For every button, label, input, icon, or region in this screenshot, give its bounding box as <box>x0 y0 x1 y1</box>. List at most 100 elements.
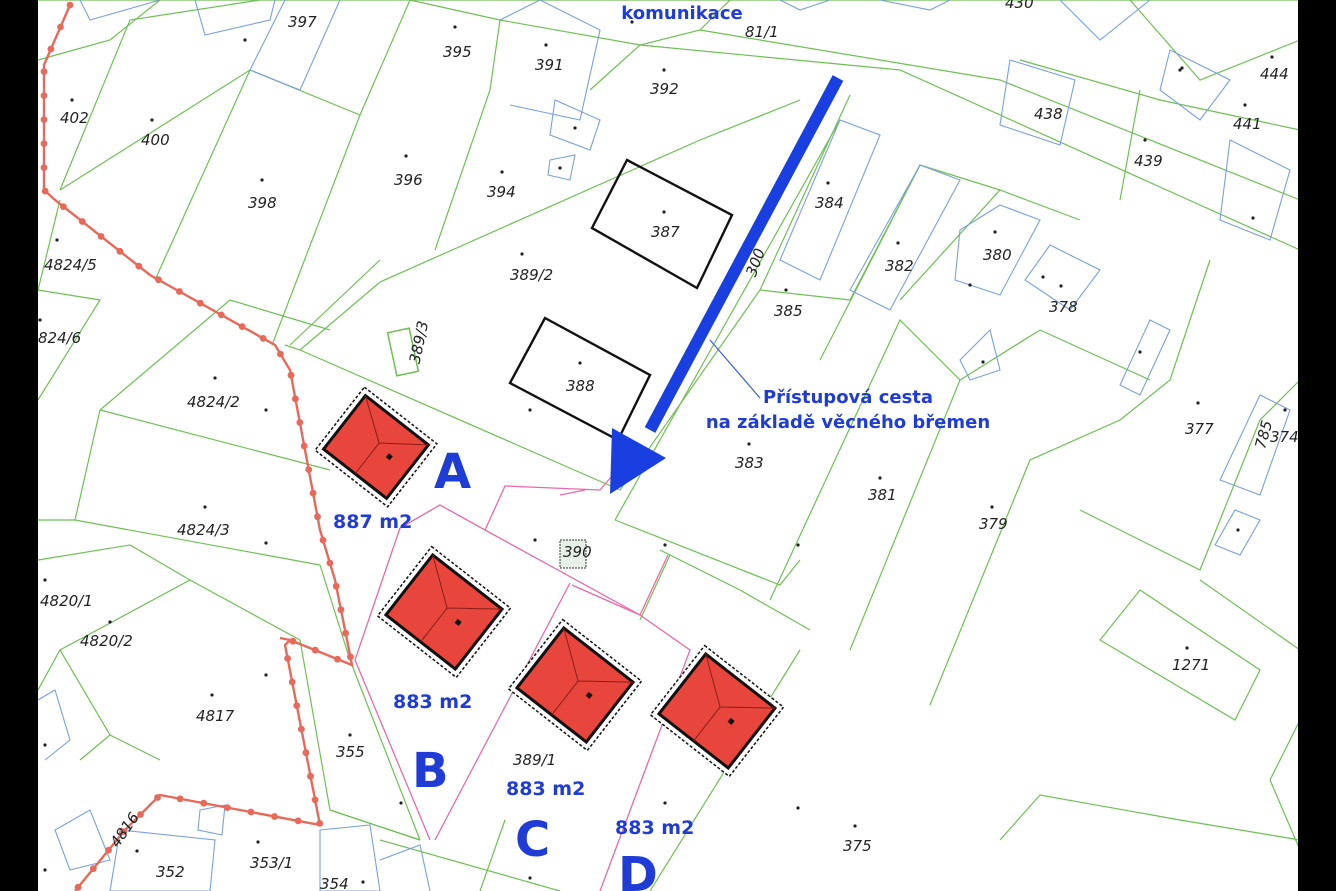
survey-point <box>1059 284 1063 288</box>
parcel-label: 4824/5 <box>44 256 97 274</box>
road-label: komunikace <box>621 3 742 24</box>
boundary-vertex <box>271 813 278 820</box>
survey-point <box>1243 103 1247 107</box>
parcel-label: 81/1 <box>745 23 779 41</box>
survey-point <box>203 505 207 509</box>
property-boundary <box>42 4 354 891</box>
boundary-vertex <box>200 799 208 807</box>
boundary-vertex <box>89 865 97 873</box>
survey-points <box>38 20 1287 884</box>
parcel-label: 441 <box>1233 115 1262 133</box>
survey-point <box>826 181 830 185</box>
boundary-vertex <box>74 883 82 891</box>
boundary-vertex <box>137 811 144 818</box>
survey-point <box>38 318 42 322</box>
parcel-label: 4824/3 <box>177 521 230 539</box>
boundary-vertex <box>47 45 55 53</box>
survey-point <box>1236 528 1240 532</box>
survey-point <box>135 849 139 853</box>
survey-point <box>528 408 532 412</box>
boundary-vertex <box>300 442 308 450</box>
boundary-vertex <box>332 582 340 590</box>
boundary-vertex <box>287 371 295 379</box>
right-margin <box>1298 0 1336 891</box>
parcel-label: 389/1 <box>513 751 556 769</box>
parcel-label: 389/2 <box>510 266 553 284</box>
boundary-vertex <box>284 655 291 662</box>
parcel-label: 397 <box>288 13 317 31</box>
boundary-vertex <box>40 92 48 99</box>
parcel-label: 4820/1 <box>40 592 93 610</box>
boundary-vertex <box>247 808 255 816</box>
survey-point <box>404 154 408 158</box>
plot-letter-c: C <box>515 812 550 868</box>
survey-point <box>399 801 403 805</box>
survey-point <box>348 733 352 737</box>
survey-point <box>43 578 47 582</box>
boundary-vertex <box>40 68 48 75</box>
boundary-vertex <box>296 419 304 426</box>
parcel-label: 385 <box>774 302 803 320</box>
parcel-label: 4817 <box>196 707 235 725</box>
parcel-label: 381 <box>868 486 897 504</box>
survey-point <box>1138 350 1142 354</box>
parcel-label: 400 <box>141 131 170 149</box>
survey-point <box>558 166 562 170</box>
plot-area-d: 883 m2 <box>615 817 694 839</box>
boundary-vertex <box>316 820 324 827</box>
survey-point <box>1196 401 1200 405</box>
survey-point <box>663 801 667 805</box>
plot-area-a: 887 m2 <box>333 511 412 533</box>
boundary-vertex <box>307 772 314 780</box>
survey-point <box>968 283 972 287</box>
survey-point <box>993 230 997 234</box>
house-c <box>507 618 643 752</box>
parcel-label: 388 <box>566 377 595 395</box>
boundary-vertices <box>40 1 354 891</box>
survey-point <box>70 98 74 102</box>
survey-point <box>210 693 214 697</box>
boundary-vertex <box>217 311 225 319</box>
boundary-vertex <box>293 702 301 709</box>
survey-point <box>1251 216 1255 220</box>
survey-point <box>361 880 365 884</box>
boundary-vertex <box>155 276 162 284</box>
plot-area-b: 883 m2 <box>393 691 472 713</box>
parcel-label: 378 <box>1049 298 1078 316</box>
survey-point <box>500 170 504 174</box>
parcel-label: 384 <box>815 194 844 212</box>
boundary-vertex <box>176 795 184 803</box>
building-387 <box>590 158 734 290</box>
parcel-label: 390 <box>563 543 592 561</box>
building-outlines <box>37 0 1291 891</box>
boundary-vertex <box>298 725 305 733</box>
boundary-vertex <box>259 335 267 342</box>
parcel-label: 352 <box>156 863 185 881</box>
boundary-vertex <box>97 233 105 240</box>
boundary-vertex <box>223 804 231 811</box>
parcel-label: 394 <box>487 183 516 201</box>
plot-letter-b: B <box>412 743 449 799</box>
parcel-390-hatch <box>559 539 587 569</box>
survey-point <box>528 876 532 880</box>
boundary-vertex <box>40 164 48 172</box>
parcel-label: 382 <box>885 257 914 275</box>
boundary-vertex <box>326 559 334 567</box>
map-paper <box>38 0 1298 891</box>
survey-point <box>747 442 751 446</box>
survey-point <box>453 25 457 29</box>
boundary-vertex <box>40 140 48 148</box>
parcel-label: 374 <box>1270 428 1299 446</box>
boundary-vertex <box>314 513 321 521</box>
parcel-label: 402 <box>60 109 89 127</box>
survey-point <box>853 824 857 828</box>
parcel-label: 430 <box>1005 0 1034 12</box>
boundary-vertex <box>302 749 310 757</box>
survey-point <box>878 476 882 480</box>
parcel-label: 377 <box>1185 420 1214 438</box>
parcel-label: 392 <box>650 80 679 98</box>
access-arrow <box>610 75 844 494</box>
survey-point <box>981 360 985 364</box>
boundary-vertex <box>309 489 317 497</box>
